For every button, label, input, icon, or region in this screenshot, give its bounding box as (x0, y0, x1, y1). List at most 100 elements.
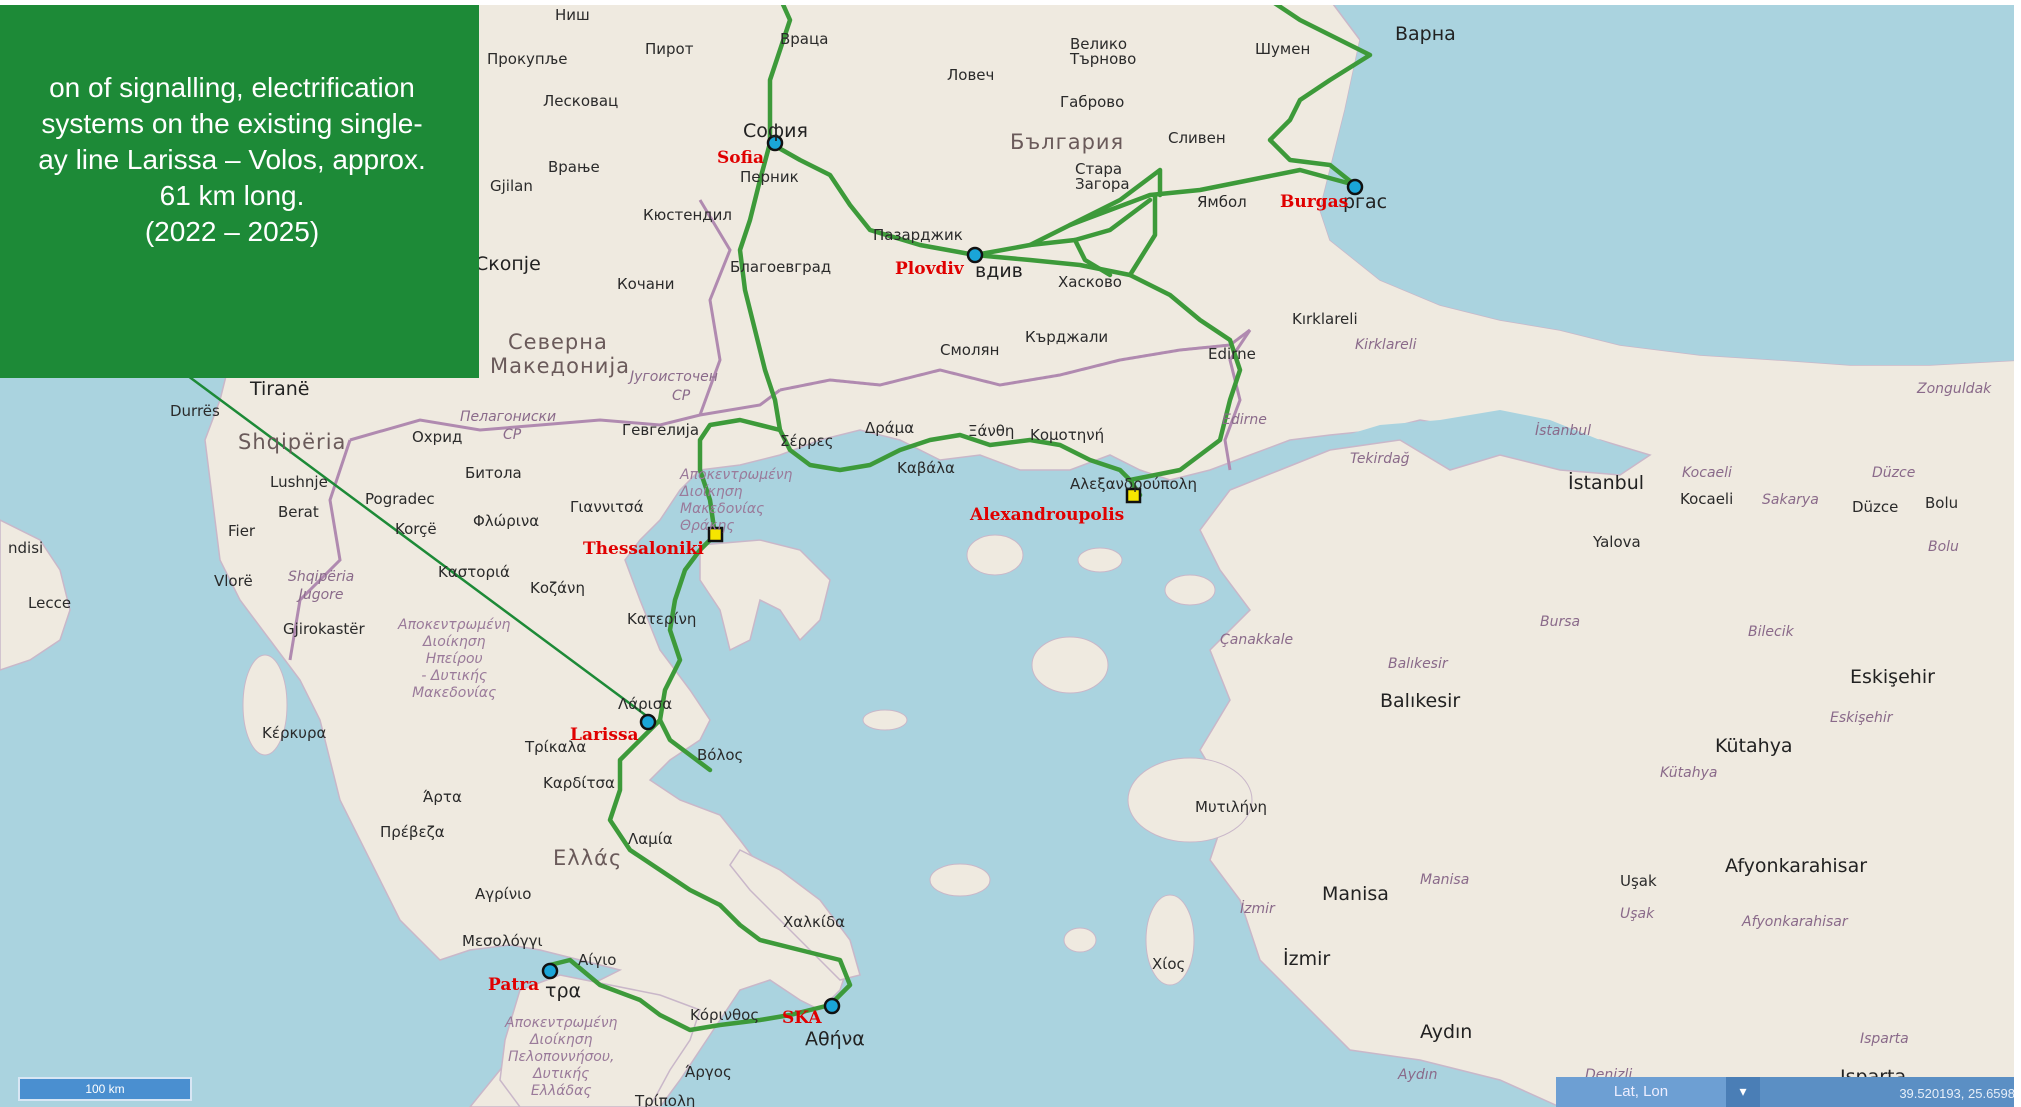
label-aydin-admin: Aydın (1398, 1067, 1438, 1083)
label-sakarya: Sakarya (1762, 492, 1819, 508)
sea-black (1320, 0, 2021, 365)
label-edirne-admin: Edirne (1222, 412, 1267, 428)
island-samothraki (1077, 547, 1123, 573)
label-patra-local: τρα (545, 980, 582, 1002)
chevron-down-icon[interactable]: ▾ (1726, 1077, 1760, 1107)
rail-larissa-volos (657, 717, 713, 773)
coordinate-panel: Lat, Lon ▾ 39.520193, 25.6598 (1556, 1077, 2021, 1107)
station-marker-larissa[interactable] (639, 713, 657, 731)
rail-thess-serres (697, 417, 783, 538)
label-jugoistochen: Југоисточен (630, 369, 718, 385)
label-usak-admin: Uşak (1620, 906, 1655, 922)
label-bolu: Bolu (1925, 494, 1959, 512)
label-pogradec: Pogradec (365, 490, 435, 508)
station-marker-thessaloniki[interactable] (707, 526, 724, 543)
label-gjilan: Gjilan (490, 177, 533, 195)
label-vranje: Врање (548, 158, 600, 176)
label-ohrid: Охрид (412, 428, 463, 446)
station-marker-patra[interactable] (541, 962, 559, 980)
label-cp: CP (672, 388, 691, 404)
label-xanthi: Ξάνθη (968, 422, 1015, 440)
label-berat: Berat (278, 503, 319, 521)
map-frame-top (0, 0, 2021, 5)
station-label-patra[interactable]: Patra (488, 975, 540, 995)
info-callout-box: on of signalling, electrification system… (0, 0, 479, 378)
label-balikesir: Balıkesir (1380, 690, 1461, 712)
label-serres: Σέρρες (780, 432, 834, 450)
label-gevgelija: Гевгелија (622, 421, 700, 439)
label-lovech: Ловеч (947, 66, 995, 84)
station-marker-burgas[interactable] (1346, 178, 1364, 196)
label-apokentr2: Αποκεντρωμένη Διοίκηση Ηπείρου - Δυτικής… (398, 617, 511, 701)
label-duzce-admin: Düzce (1872, 465, 1916, 481)
station-marker-ska[interactable] (823, 997, 841, 1015)
station-marker-sofia[interactable] (766, 134, 784, 152)
label-vlore: Vlorë (214, 572, 253, 590)
label-kutahya-admin: Kütahya (1660, 765, 1718, 781)
station-marker-alexandroupolis[interactable] (1125, 487, 1142, 504)
label-canakkale: Çanakkale (1220, 632, 1294, 648)
label-plovdiv-local: вдив (975, 260, 1023, 282)
rail-loop-2 (1067, 167, 1163, 228)
label-kirklareli: Kırklareli (1292, 310, 1358, 328)
label-apokentr3: Αποκεντρωμένη Διοίκηση Πελοποννήσου, Δυτ… (505, 1015, 618, 1099)
island-chios (1145, 894, 1195, 986)
station-label-larissa[interactable]: Larissa (570, 725, 639, 745)
station-label-burgas[interactable]: Burgas (1280, 192, 1349, 212)
label-bitola: Битола (465, 464, 522, 482)
label-katerini: Κατερίνη (627, 610, 697, 628)
label-yalova: Yalova (1593, 533, 1641, 551)
station-marker-plovdiv[interactable] (966, 246, 984, 264)
label-varna: Варна (1395, 23, 1456, 45)
label-leskovac: Лесковац (543, 92, 619, 110)
label-alexandroupoli-local: Αλεξανδρούπολη (1070, 475, 1198, 493)
label-veliko: Велико Търново (1070, 35, 1137, 68)
label-tirane: Tiranë (250, 378, 310, 400)
rail-loop-3 (1127, 192, 1158, 278)
label-smolyan: Смолян (940, 341, 1000, 359)
label-chios: Χίος (1152, 955, 1186, 973)
rail-athens-patra (542, 957, 833, 1033)
island-skyros (929, 863, 991, 897)
border-albania (288, 439, 352, 661)
label-aigio: Αίγιο (578, 951, 617, 969)
station-label-ska[interactable]: SKA (782, 1008, 822, 1028)
label-durres: Durrës (170, 402, 220, 420)
label-arta: Άρτα (423, 788, 462, 806)
label-mesolongi: Μεσολόγγι (462, 932, 543, 950)
scale-bar: 100 km (18, 1077, 192, 1101)
label-ndisi: ndisi (8, 539, 44, 557)
island-psara (1063, 927, 1097, 953)
label-manisa: Manisa (1322, 883, 1389, 905)
label-stara-zagora: Стара Загора (1075, 160, 1130, 193)
label-giannitsa: Γιαννιτσά (570, 498, 644, 516)
label-severna: Северна (508, 330, 608, 354)
map-frame-right (2014, 0, 2021, 1107)
coordinate-format-select[interactable]: Lat, Lon (1556, 1077, 1726, 1107)
station-label-plovdiv[interactable]: Plovdiv (895, 259, 964, 279)
sea-marmara (1330, 410, 1640, 460)
label-skopje: Скопје (475, 253, 541, 275)
island-skiathos (862, 709, 908, 731)
label-argos: Άργος (685, 1063, 732, 1081)
label-agrinio: Αγρίνιο (475, 885, 532, 903)
label-eskisehir: Eskişehir (1850, 666, 1935, 688)
label-prokuplje: Прокупље (487, 50, 568, 68)
rail-network (542, 0, 1373, 1033)
station-markers (541, 134, 1364, 1015)
label-tekirdag: Tekirdağ (1350, 451, 1410, 467)
label-apokentr-mak: Αποκεντρωμένη Διοίκηση Μακεδονίας Θράκης (680, 467, 793, 534)
label-preveza: Πρέβεζα (380, 823, 445, 841)
border-macedonia-bg (698, 199, 732, 416)
station-label-sofia[interactable]: Sofia (717, 148, 764, 168)
station-label-thessaloniki[interactable]: Thessaloniki (583, 539, 704, 559)
island-imbros (1164, 574, 1216, 606)
label-chalkida: Χαλκίδα (783, 913, 846, 931)
label-kocaeli: Kocaeli (1680, 490, 1734, 508)
label-afyon: Afyonkarahisar (1725, 855, 1868, 877)
station-label-alexandroupolis[interactable]: Alexandroupolis (970, 505, 1125, 525)
label-kardzhali: Кърджали (1025, 328, 1109, 346)
label-kerkyra: Κέρκυρα (262, 724, 327, 742)
